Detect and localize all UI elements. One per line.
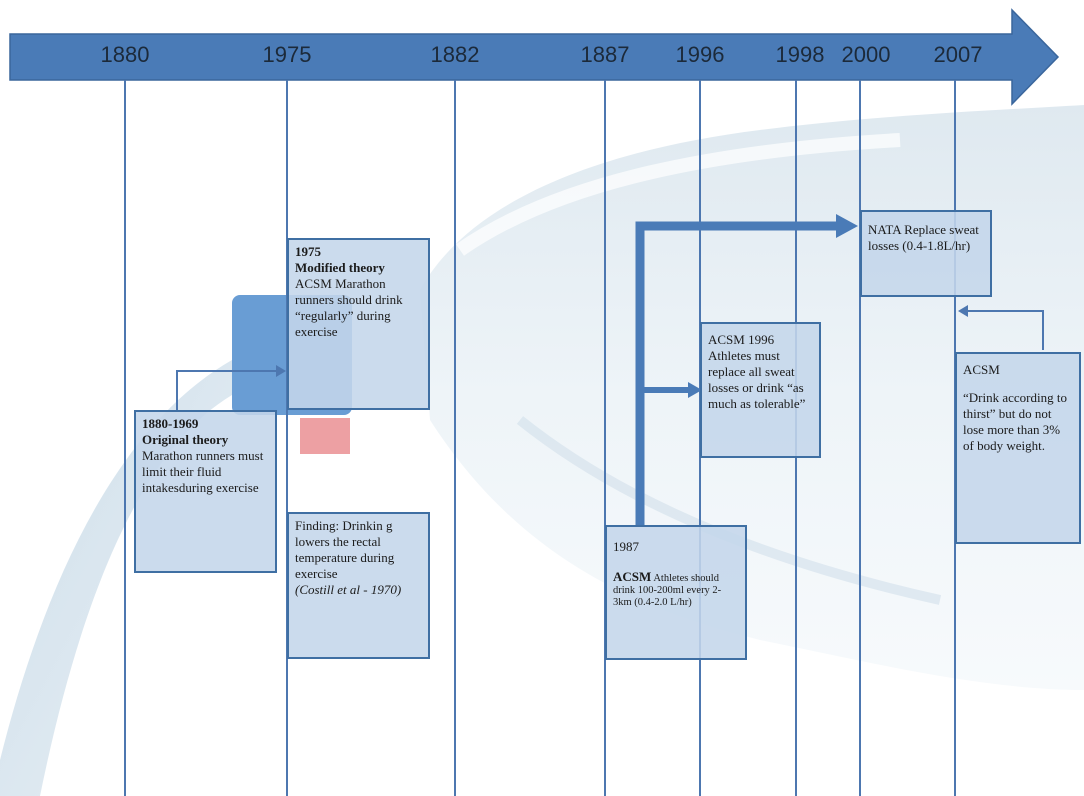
modified-theory-box: 1975 Modified theory ACSM Marathon runne… (287, 238, 430, 410)
original-theory-box: 1880-1969 Original theory Marathon runne… (134, 410, 277, 573)
timeline-arrow (10, 10, 1058, 104)
acsm-1987-box: 1987 ACSM Athletes should drink 100-200m… (605, 525, 747, 660)
acsm-1996-box: ACSM 1996 Athletes must replace all swea… (700, 322, 821, 458)
acsm-1987-year: 1987 (613, 539, 739, 555)
finding-text: Finding: Drinkin g lowers the rectal tem… (295, 518, 422, 582)
year-label-1882: 1882 (431, 42, 480, 68)
connector-arrow-original-to-modified (177, 371, 278, 410)
year-label-2000: 2000 (842, 42, 891, 68)
year-label-1887: 1887 (581, 42, 630, 68)
year-label-1975: 1975 (263, 42, 312, 68)
finding-box: Finding: Drinkin g lowers the rectal tem… (287, 512, 430, 659)
modified-theory-title: Modified theory (295, 260, 385, 275)
modified-theory-year: 1975 (295, 244, 321, 259)
original-theory-text: Marathon runners must limit their fluid … (142, 448, 269, 496)
acsm-2007-org: ACSM (963, 362, 1073, 378)
year-label-1998: 1998 (776, 42, 825, 68)
year-label-1880: 1880 (101, 42, 150, 68)
original-theory-years: 1880-1969 (142, 416, 198, 431)
connector-arrowhead-2 (836, 214, 858, 238)
year-label-1996: 1996 (676, 42, 725, 68)
finding-citation: (Costill et al - 1970) (295, 582, 422, 598)
connector-arrowhead-1 (276, 365, 286, 377)
nata-text: NATA Replace sweat losses (0.4-1.8L/hr) (868, 222, 984, 254)
modified-theory-text: ACSM Marathon runners should drink “regu… (295, 276, 422, 340)
nata-box: NATA Replace sweat losses (0.4-1.8L/hr) (860, 210, 992, 297)
year-label-2007: 2007 (934, 42, 983, 68)
connector-arrowhead-4 (958, 305, 968, 317)
acsm-1996-text: ACSM 1996 Athletes must replace all swea… (708, 332, 813, 412)
acsm-1987-org: ACSM (613, 569, 651, 584)
acsm-2007-text: “Drink according to thirst” but do not l… (963, 390, 1073, 454)
original-theory-title: Original theory (142, 432, 228, 447)
connector-arrow-2007-to-nata (966, 311, 1043, 350)
acsm-2007-box: ACSM “Drink according to thirst” but do … (955, 352, 1081, 544)
